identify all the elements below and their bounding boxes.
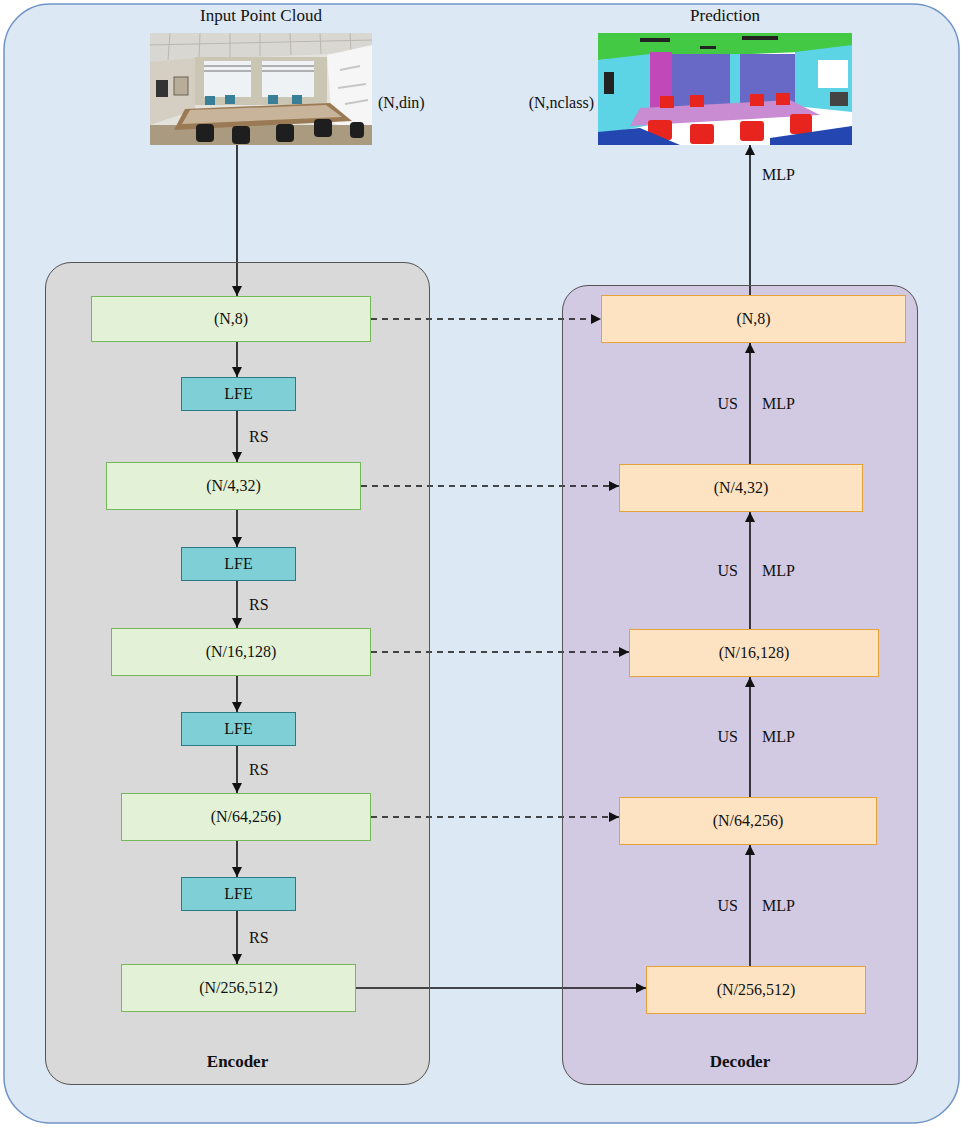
- container-fills: [45, 262, 918, 1085]
- flow-arrow: [236, 342, 238, 377]
- decoder-box: (N/4,32): [619, 464, 863, 512]
- box-label: (N/256,512): [717, 980, 796, 999]
- skip-connection: [371, 651, 629, 653]
- decoder-box: (N/64,256): [619, 797, 877, 845]
- edge-label: US: [718, 896, 738, 915]
- edge-label: RS: [249, 760, 269, 779]
- box-label: (N/4,32): [714, 478, 769, 497]
- flow-arrow: [749, 512, 751, 629]
- flow-arrow: [236, 581, 238, 628]
- flow-arrow: [236, 411, 238, 462]
- dimension-label: (N,nclass): [529, 93, 594, 112]
- edge-label: US: [718, 394, 738, 413]
- box-label: (N/16,128): [206, 642, 277, 661]
- box-label: LFE: [224, 719, 252, 738]
- feature-box: (N/256,512): [121, 964, 356, 1012]
- flow-arrow: [749, 845, 751, 966]
- edge-label: US: [718, 561, 738, 580]
- encoder-container: (N,8) LFE (N/4,32) LFE (N/16,128) LFE (N/64,25…: [45, 262, 430, 1085]
- flow-arrow: [236, 911, 238, 964]
- box-label: (N,8): [736, 309, 770, 328]
- container-fill: [562, 285, 918, 1085]
- operation-label: MLP: [762, 896, 795, 915]
- image-panel: Prediction: [598, 33, 852, 145]
- box-label: (N/256,512): [199, 978, 278, 997]
- flow-arrow: [236, 841, 238, 877]
- container-title: Decoder: [563, 1052, 917, 1072]
- image-heading: Input Point Cloud: [110, 6, 412, 26]
- flow-arrow: [236, 510, 238, 547]
- feature-box: (N/4,32): [106, 462, 361, 510]
- flow-arrow: [236, 145, 238, 296]
- operation-label: MLP: [762, 727, 795, 746]
- flow-arrow: [749, 145, 751, 295]
- flow-arrow: [236, 676, 238, 712]
- feature-box: (N/64,256): [121, 793, 371, 841]
- decoder-container: (N,8) (N/4,32) (N/16,128) (N/64,256) (N/256,…: [562, 285, 918, 1085]
- decoder-box: (N/16,128): [629, 629, 879, 677]
- edge-label: US: [718, 727, 738, 746]
- flow-arrow: [749, 677, 751, 797]
- feature-box: (N,8): [91, 296, 371, 342]
- box-label: (N/64,256): [713, 811, 784, 830]
- input-point-cloud-image: [150, 33, 372, 145]
- decoder-box: (N,8): [601, 295, 906, 343]
- skip-connection: [371, 318, 601, 320]
- dimension-label: (N,din): [378, 93, 425, 112]
- skip-connection: [371, 816, 619, 818]
- box-label: LFE: [224, 384, 252, 403]
- box-label: (N,8): [214, 309, 248, 328]
- box-label: LFE: [224, 884, 252, 903]
- container-title: Encoder: [46, 1052, 429, 1072]
- lfe-block: LFE: [181, 877, 296, 911]
- image-heading: Prediction: [558, 6, 892, 26]
- flow-arrow: [356, 987, 646, 989]
- edge-label: RS: [249, 928, 269, 947]
- lfe-block: LFE: [181, 547, 296, 581]
- skip-connection: [361, 485, 619, 487]
- box-label: (N/16,128): [719, 643, 790, 662]
- flow-arrow: [236, 746, 238, 793]
- edge-label: RS: [249, 427, 269, 446]
- edge-label: RS: [249, 595, 269, 614]
- box-label: (N/4,32): [206, 476, 261, 495]
- image-panel: Input Point Cloud: [150, 33, 372, 145]
- edge-label: MLP: [762, 165, 795, 184]
- lfe-block: LFE: [181, 377, 296, 411]
- decoder-box: (N/256,512): [646, 966, 866, 1014]
- container-fill: [45, 262, 430, 1085]
- operation-label: MLP: [762, 394, 795, 413]
- lfe-block: LFE: [181, 712, 296, 746]
- box-label: (N/64,256): [211, 807, 282, 826]
- flow-arrow: [749, 343, 751, 464]
- feature-box: (N/16,128): [111, 628, 371, 676]
- outer-panel: [4, 4, 959, 1123]
- box-label: LFE: [224, 554, 252, 573]
- operation-label: MLP: [762, 561, 795, 580]
- prediction-image: [598, 33, 852, 145]
